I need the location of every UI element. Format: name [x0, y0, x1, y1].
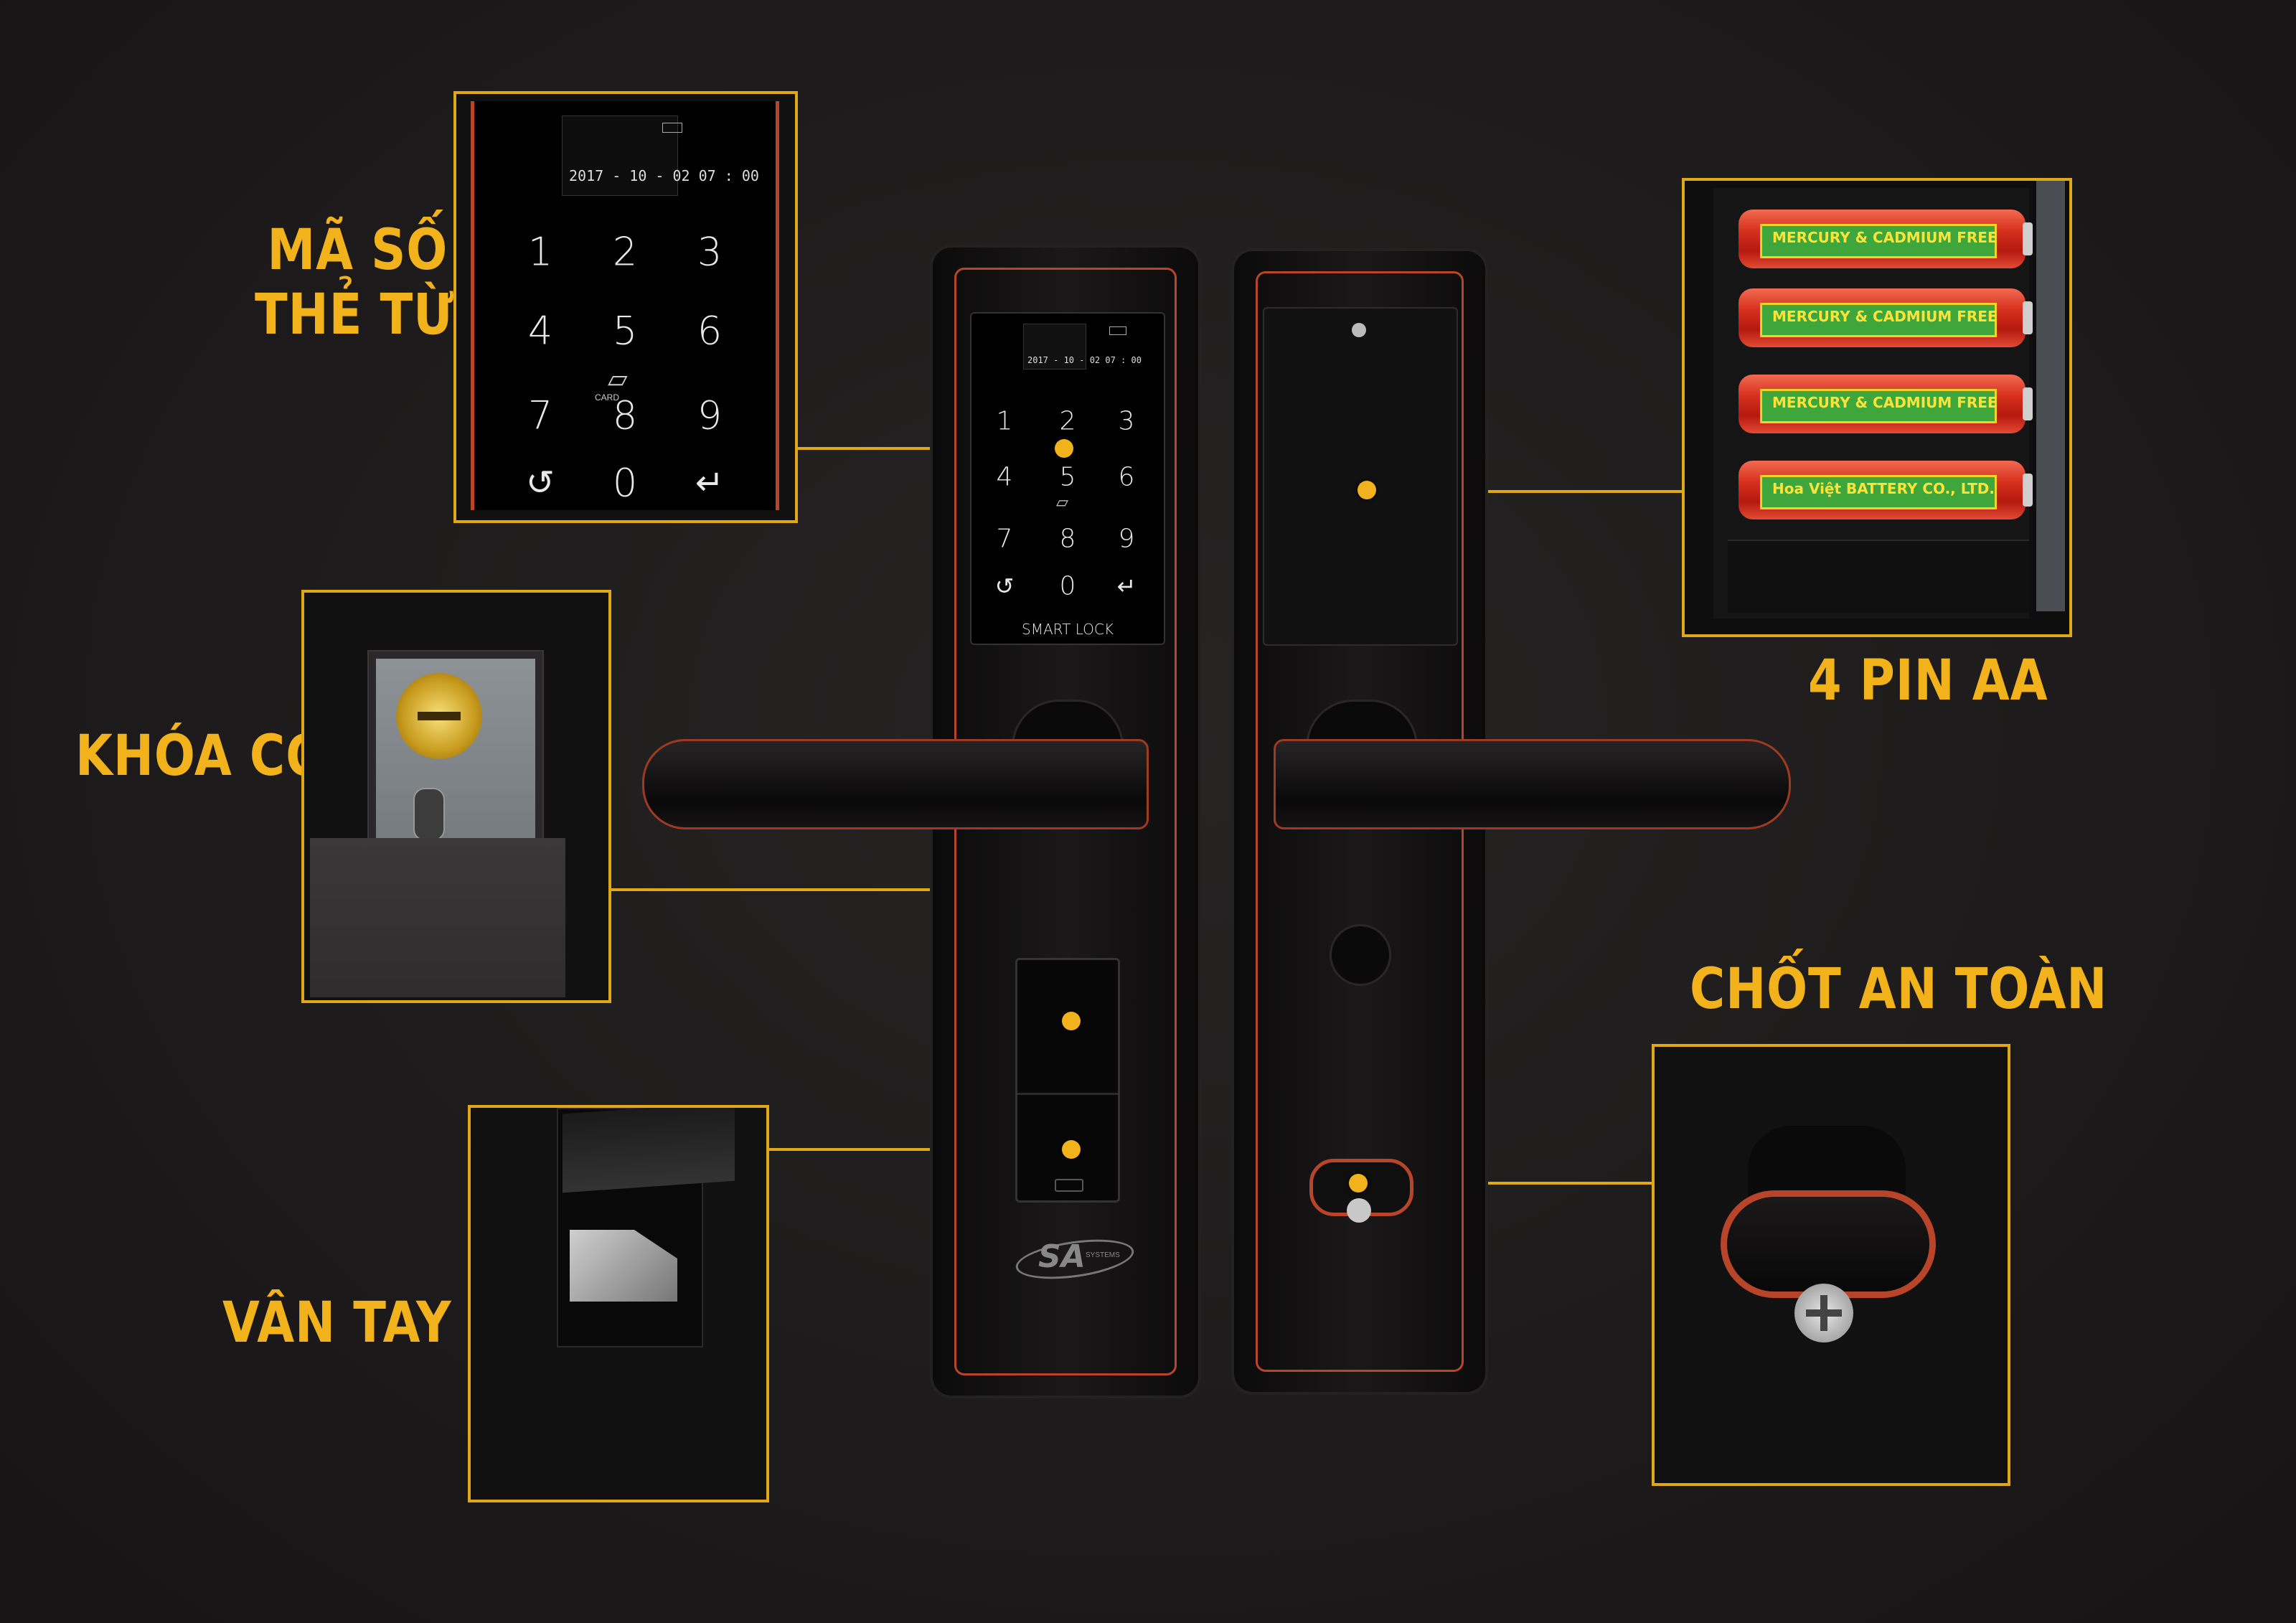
front-key-5[interactable]: 5	[1059, 462, 1076, 492]
front-brand-text: SMART LOCK	[1022, 621, 1114, 638]
battery-cover[interactable]	[1263, 307, 1458, 646]
detail-key-2: 2	[612, 229, 638, 275]
battery-side-rail	[2036, 181, 2065, 611]
mechanical-key-marker	[1062, 1012, 1081, 1030]
detail-key-0: 0	[612, 460, 638, 506]
fingerprint-cover	[563, 1108, 735, 1193]
front-key-8[interactable]: 8	[1059, 524, 1076, 554]
keypad-label-line1: MÃ SỐ	[267, 218, 448, 283]
usb-port-icon	[1055, 1179, 1083, 1192]
mechanical-key-label: KHÓA CƠ	[75, 724, 329, 789]
latch-screw	[1347, 1198, 1371, 1223]
front-key-4[interactable]: 4	[996, 462, 1013, 492]
battery-tray	[1728, 540, 2029, 613]
detail-key-enter: ↵	[695, 463, 725, 503]
keypad-label: MÃ SỐ THẺ TỪ	[255, 218, 455, 347]
detail-card-icon: ▱	[608, 364, 628, 393]
battery-1: MERCURY & CADMIUM FREE	[1739, 210, 2033, 268]
detail-key-9: 9	[697, 392, 723, 438]
front-card-icon: ▱	[1056, 493, 1068, 511]
detail-key-8: 8	[612, 392, 638, 438]
safety-latch-label: CHỐT AN TOÀN	[1690, 957, 2108, 1022]
detail-key-3: 3	[697, 229, 723, 275]
battery-3-text: MERCURY & CADMIUM FREE	[1772, 394, 1998, 411]
front-key-6[interactable]: 6	[1118, 462, 1135, 492]
fingerprint-marker	[1062, 1140, 1081, 1159]
battery-detail-frame: MERCURY & CADMIUM FREE MERCURY & CADMIUM…	[1682, 178, 2072, 637]
detail-key-4: 4	[527, 308, 553, 354]
detail-battery-icon	[662, 123, 682, 133]
front-key-back[interactable]: ↺	[994, 573, 1015, 600]
mechanical-key-connector-h	[608, 888, 1071, 891]
front-key-2[interactable]: 2	[1059, 406, 1076, 436]
battery-4-text: Hoa Việt BATTERY CO., LTD.	[1772, 480, 1995, 497]
detail-key-back: ↺	[525, 463, 555, 503]
front-key-enter[interactable]: ↵	[1116, 573, 1137, 600]
battery-connector	[1367, 490, 1683, 493]
keypad-connector	[796, 447, 1063, 450]
battery-2-text: MERCURY & CADMIUM FREE	[1772, 308, 1998, 325]
front-key-3[interactable]: 3	[1118, 406, 1135, 436]
front-battery-icon	[1109, 326, 1126, 335]
keypad-detail-frame: 2017 - 10 - 02 07 : 00 1 2 3 4 5 6 7 8 9…	[453, 91, 798, 523]
battery-2: MERCURY & CADMIUM FREE	[1739, 288, 2033, 347]
fingerprint-module[interactable]	[1015, 958, 1120, 1203]
fingerprint-connector	[769, 1148, 1071, 1151]
latch-knob	[1721, 1190, 1936, 1298]
keypad-detail-panel: 2017 - 10 - 02 07 : 00 1 2 3 4 5 6 7 8 9…	[471, 101, 779, 510]
battery-4: Hoa Việt BATTERY CO., LTD.	[1739, 461, 2033, 519]
sa-logo: SA SYSTEMS	[1013, 1233, 1137, 1286]
detail-key-7: 7	[527, 392, 553, 438]
back-handle[interactable]	[1274, 739, 1791, 829]
latch-detail-screw	[1794, 1284, 1853, 1342]
fingerprint-detail-frame	[468, 1105, 769, 1502]
safety-latch-connector	[1367, 1182, 1654, 1185]
fingerprint-label: VÂN TAY	[222, 1291, 452, 1355]
thumb-turn[interactable]	[1330, 924, 1391, 986]
front-handle[interactable]	[642, 739, 1149, 829]
safety-latch-marker	[1349, 1174, 1368, 1192]
sa-logo-sub: SYSTEMS	[1086, 1251, 1120, 1259]
detail-key-6: 6	[697, 308, 723, 354]
battery-1-text: MERCURY & CADMIUM FREE	[1772, 229, 1998, 246]
key-cylinder	[396, 673, 482, 759]
front-key-7[interactable]: 7	[996, 524, 1013, 554]
battery-3: MERCURY & CADMIUM FREE	[1739, 375, 2033, 433]
battery-cover-screw	[1352, 323, 1366, 337]
keypad-marker	[1055, 439, 1073, 458]
mechanical-key-detail-frame	[301, 590, 611, 1003]
front-key-1[interactable]: 1	[996, 406, 1013, 436]
usb-port	[413, 788, 445, 841]
sa-logo-text: SA	[1038, 1238, 1086, 1275]
detail-display	[562, 116, 678, 196]
battery-marker	[1358, 481, 1376, 499]
front-display	[1023, 324, 1086, 370]
keypad-label-line2: THẺ TỪ	[255, 282, 455, 347]
safety-latch-detail-frame	[1652, 1044, 2010, 1486]
front-key-9[interactable]: 9	[1118, 524, 1135, 554]
detail-date: 2017 - 10 - 02 07 : 00	[569, 167, 759, 184]
detail-key-5: 5	[612, 308, 638, 354]
front-date: 2017 - 10 - 02 07 : 00	[1027, 355, 1142, 365]
key-cover	[310, 838, 565, 997]
front-key-0[interactable]: 0	[1059, 571, 1076, 601]
detail-key-1: 1	[527, 229, 553, 275]
detail-card-label: CARD	[595, 392, 620, 403]
front-keypad[interactable]: 2017 - 10 - 02 07 : 00 1 2 3 4 5 6 7 8 9…	[970, 312, 1165, 645]
battery-label: 4 PIN AA	[1808, 649, 2048, 713]
